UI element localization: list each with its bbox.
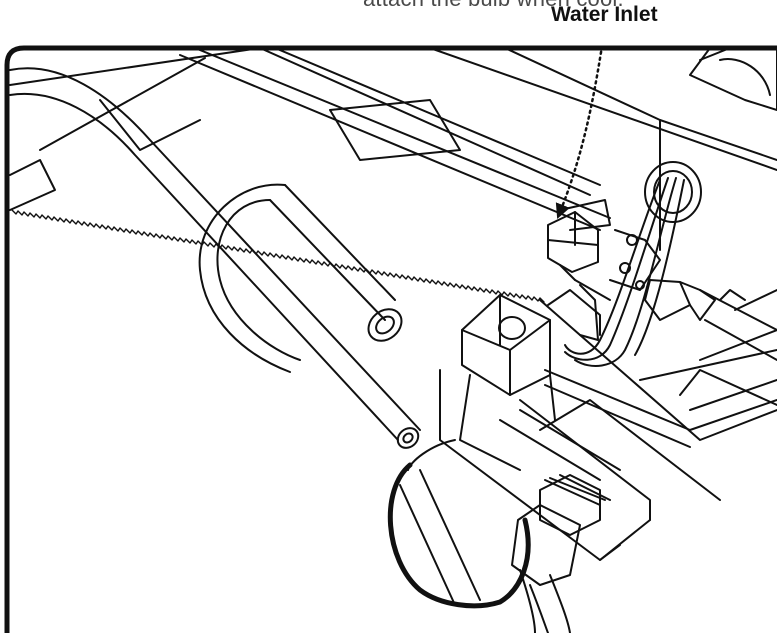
water-inlet-label: Water Inlet	[551, 3, 658, 26]
compression-nut	[511, 474, 611, 633]
main-housing	[439, 48, 777, 561]
callout-leader-arrow	[555, 48, 605, 219]
instruction-caption-fragment: attach the bulb when cool.	[363, 0, 624, 12]
upper-rails	[179, 48, 777, 231]
wire-grommet	[564, 161, 702, 367]
illustration-frame	[4, 45, 777, 633]
water-inlet-fitting	[547, 211, 661, 341]
panel-outline	[9, 48, 261, 211]
long-tube	[9, 67, 421, 449]
serrated-edge	[11, 209, 545, 303]
right-pipe-connector	[644, 279, 777, 361]
valve-block	[459, 294, 556, 471]
lower-rod	[499, 369, 777, 481]
loop-tube	[198, 183, 403, 373]
